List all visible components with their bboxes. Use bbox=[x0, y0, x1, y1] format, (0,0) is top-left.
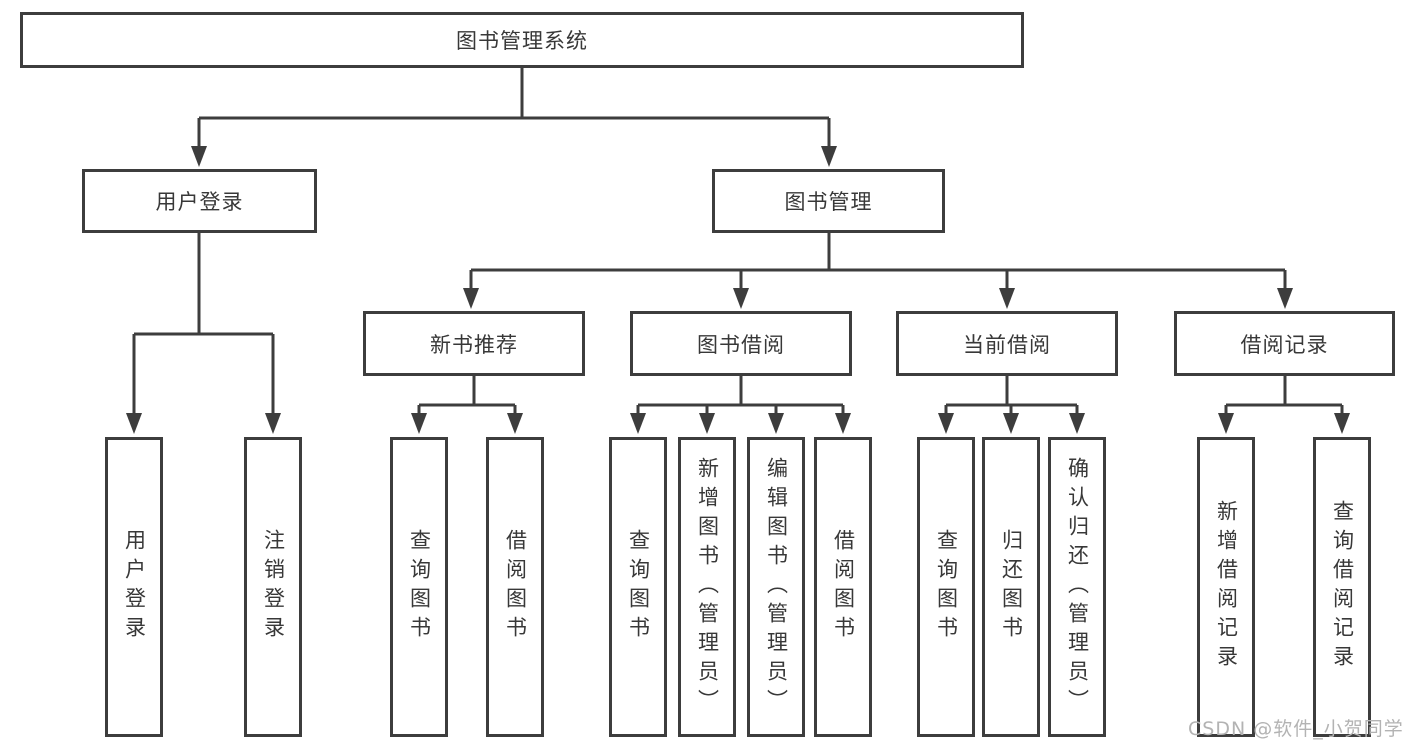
leaf-borrow-books-recommend: 借阅图书 bbox=[486, 437, 544, 737]
arrow-l3a bbox=[463, 288, 479, 309]
node-user-login: 用户登录 bbox=[82, 169, 317, 233]
leaf-add-book-admin: 新增图书（管理员） bbox=[678, 437, 736, 737]
arrow-c4 bbox=[835, 413, 851, 434]
arrow-a2 bbox=[265, 413, 281, 434]
node-library-system: 图书管理系统 bbox=[20, 12, 1024, 68]
arrow-l3b bbox=[733, 288, 749, 309]
leaf-query-borrow-record: 查询借阅记录 bbox=[1313, 437, 1371, 737]
leaf-confirm-return-admin: 确认归还（管理员） bbox=[1048, 437, 1106, 737]
arrow-e2 bbox=[1334, 413, 1350, 434]
leaf-logout-login: 注销登录 bbox=[244, 437, 302, 737]
arrow-d1 bbox=[938, 413, 954, 434]
arrow-c3 bbox=[768, 413, 784, 434]
arrow-d3 bbox=[1069, 413, 1085, 434]
arrow-e1 bbox=[1218, 413, 1234, 434]
arrow-l3c bbox=[999, 288, 1015, 309]
arrow-d2 bbox=[1003, 413, 1019, 434]
leaf-borrow-books: 借阅图书 bbox=[814, 437, 872, 737]
leaf-query-books-recommend: 查询图书 bbox=[390, 437, 448, 737]
arrow-a1 bbox=[126, 413, 142, 434]
leaf-return-book: 归还图书 bbox=[982, 437, 1040, 737]
leaf-query-books-current: 查询图书 bbox=[917, 437, 975, 737]
node-current-borrow: 当前借阅 bbox=[896, 311, 1118, 376]
leaf-user-login: 用户登录 bbox=[105, 437, 163, 737]
leaf-add-borrow-record: 新增借阅记录 bbox=[1197, 437, 1255, 737]
node-book-management: 图书管理 bbox=[712, 169, 945, 233]
csdn-watermark: CSDN @软件_小贺同学 bbox=[1188, 718, 1404, 740]
arrow-c2 bbox=[699, 413, 715, 434]
arrow-c1 bbox=[630, 413, 646, 434]
leaf-edit-book-admin: 编辑图书（管理员） bbox=[747, 437, 805, 737]
leaf-query-books-borrow: 查询图书 bbox=[609, 437, 667, 737]
arrow-b1 bbox=[411, 413, 427, 434]
arrow-b2 bbox=[507, 413, 523, 434]
arrow-l3d bbox=[1277, 288, 1293, 309]
arrow-book-mgmt bbox=[821, 146, 837, 167]
node-new-book-recommend: 新书推荐 bbox=[363, 311, 585, 376]
node-borrow-records: 借阅记录 bbox=[1174, 311, 1395, 376]
arrow-user-login bbox=[191, 146, 207, 167]
node-book-borrow: 图书借阅 bbox=[630, 311, 852, 376]
